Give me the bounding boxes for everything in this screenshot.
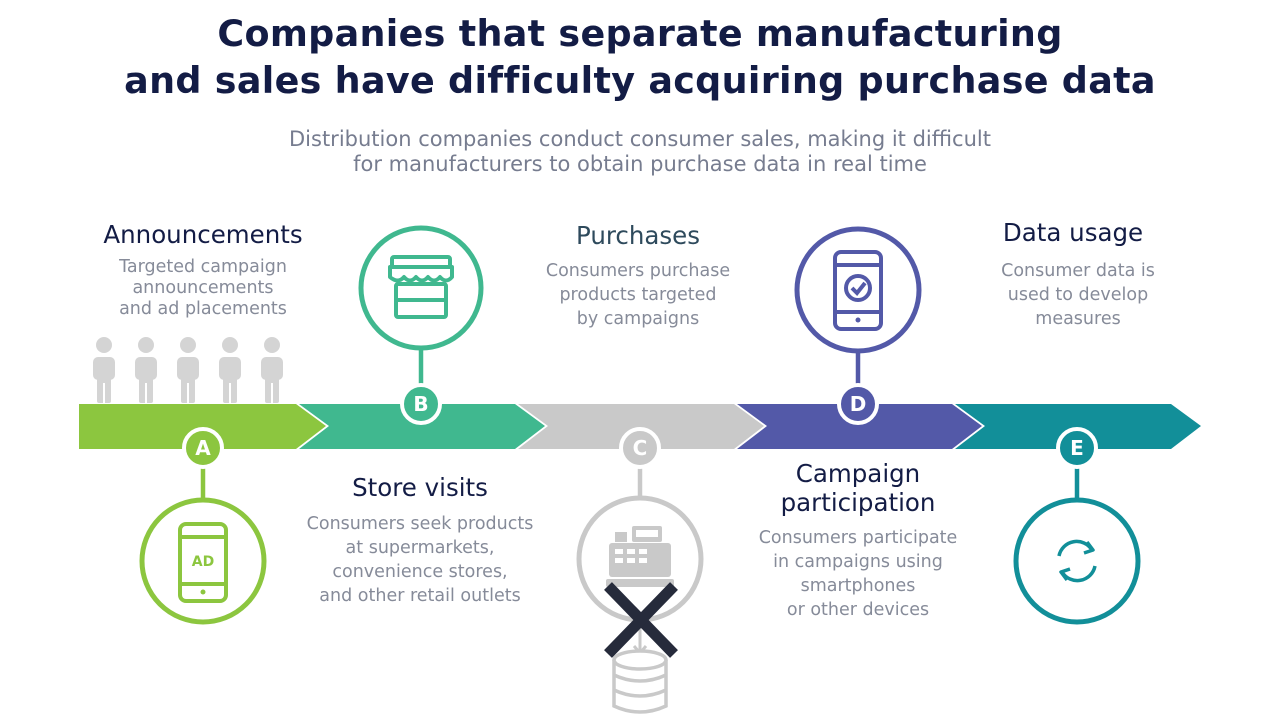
person-icon bbox=[177, 337, 199, 403]
badge-e-letter: E bbox=[1070, 436, 1084, 460]
step-e-desc-line: Consumer data is bbox=[1001, 261, 1155, 281]
step-d-description: Consumers participate in campaigns using… bbox=[708, 526, 1008, 622]
page-title: Companies that separate manufacturing an… bbox=[0, 10, 1280, 104]
smartphone-ad-icon: AD bbox=[178, 522, 228, 603]
circle-b bbox=[358, 225, 484, 351]
badge-c: C bbox=[619, 427, 661, 469]
subtitle-line-2: for manufacturers to obtain purchase dat… bbox=[353, 152, 927, 176]
step-b-desc-line: convenience stores, bbox=[332, 562, 508, 582]
step-a-heading: Announcements bbox=[103, 220, 303, 249]
step-b-heading: Store visits bbox=[352, 473, 488, 502]
subtitle-line-1: Distribution companies conduct consumer … bbox=[289, 127, 991, 151]
arrow-segment-c bbox=[518, 404, 764, 449]
step-d-desc-line: in campaigns using bbox=[773, 552, 943, 572]
step-a-desc-line: Targeted campaign bbox=[119, 257, 287, 277]
step-a-desc-line: and ad placements bbox=[119, 299, 287, 319]
step-a-description: Targeted campaign announcements and ad p… bbox=[53, 257, 353, 320]
step-d-heading: Campaign participation bbox=[708, 459, 1008, 517]
arrow-segment-a bbox=[79, 404, 326, 449]
step-c-description: Consumers purchase products targeted by … bbox=[488, 259, 788, 331]
step-d-desc-line: or other devices bbox=[786, 600, 930, 620]
step-c-heading: Purchases bbox=[575, 221, 701, 250]
cross-icon bbox=[604, 582, 678, 658]
step-e-heading: Data usage bbox=[1002, 218, 1144, 247]
step-b-description: Consumers seek products at supermarkets,… bbox=[270, 512, 570, 608]
badge-c-letter: C bbox=[633, 436, 648, 460]
person-icon bbox=[135, 337, 157, 403]
arrow-segment-b bbox=[299, 404, 545, 449]
step-b-desc-line: and other retail outlets bbox=[319, 586, 521, 606]
badge-b-letter: B bbox=[413, 392, 428, 416]
step-c-desc-line: by campaigns bbox=[576, 309, 700, 329]
smartphone-check-icon bbox=[833, 250, 883, 331]
step-e-desc-line: measures bbox=[1035, 309, 1121, 329]
ad-label: AD bbox=[192, 554, 214, 570]
refresh-icon bbox=[1057, 539, 1097, 583]
step-c-desc-line: products targeted bbox=[559, 285, 717, 305]
badge-d: D bbox=[837, 383, 879, 425]
circle-e bbox=[1013, 497, 1141, 625]
people-group bbox=[93, 337, 283, 403]
arrow-segment-d bbox=[737, 404, 982, 449]
step-a-desc-line: announcements bbox=[132, 278, 274, 298]
person-icon bbox=[93, 337, 115, 403]
person-icon bbox=[219, 337, 241, 403]
page-subtitle: Distribution companies conduct consumer … bbox=[0, 127, 1280, 177]
badge-a: A bbox=[182, 427, 224, 469]
cash-register-icon bbox=[606, 526, 674, 587]
step-e-description: Consumer data is used to develop measure… bbox=[928, 259, 1228, 331]
title-line-2: and sales have difficulty acquiring purc… bbox=[124, 59, 1156, 102]
arrow-segment-e bbox=[955, 404, 1201, 449]
step-b-desc-line: Consumers seek products bbox=[306, 514, 534, 534]
badge-e: E bbox=[1056, 427, 1098, 469]
title-line-1: Companies that separate manufacturing bbox=[217, 12, 1063, 55]
person-icon bbox=[261, 337, 283, 403]
step-d-heading-line: Campaign bbox=[795, 459, 921, 488]
step-c-desc-line: Consumers purchase bbox=[545, 261, 731, 281]
storefront-icon bbox=[388, 255, 454, 319]
step-d-desc-line: Consumers participate bbox=[758, 528, 958, 548]
step-b-desc-line: at supermarkets, bbox=[345, 538, 495, 558]
step-d-heading-line: participation bbox=[780, 488, 936, 517]
step-e-desc-line: used to develop bbox=[1007, 285, 1149, 305]
step-d-desc-line: smartphones bbox=[800, 576, 916, 596]
circle-a bbox=[139, 497, 267, 625]
badge-b: B bbox=[400, 383, 442, 425]
database-icon bbox=[612, 649, 668, 714]
badge-a-letter: A bbox=[195, 436, 211, 460]
badge-d-letter: D bbox=[850, 392, 867, 416]
